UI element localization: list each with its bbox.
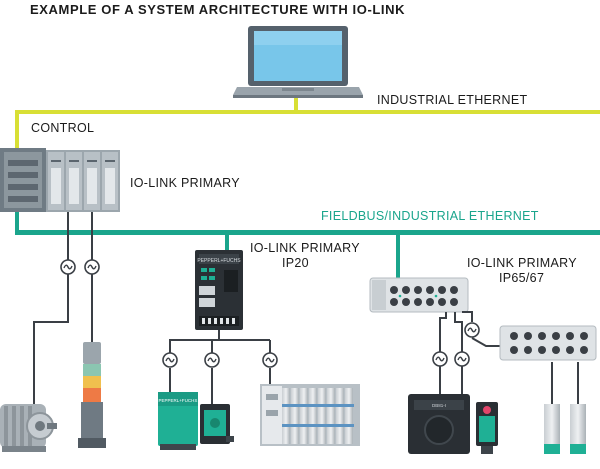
ip6567-label-line1: IO-LINK PRIMARY [467,256,577,270]
io-link-connector-icon [60,259,76,275]
diagram-title: EXAMPLE OF A SYSTEM ARCHITECTURE WITH IO… [30,2,406,17]
io-link-connector-icon [162,352,178,368]
fieldbus-bus [15,208,600,278]
io-link-connector-icon [464,322,480,338]
inductive-sensor-icon: PEPPERL+FUCHS [158,392,198,450]
industrial-ethernet-bus [15,88,600,152]
ip20-brand-text: PEPPERL+FUCHS [197,258,241,264]
plc-icon [0,148,120,212]
io-link-connector-icon [204,352,220,368]
cylindrical-sensor-icon [570,404,586,454]
laptop-icon [233,26,363,98]
rfid-reader-icon: DB81-I [408,394,470,454]
io-link-primary-ip6567-device [369,277,469,313]
io-link-hub-icon [499,325,597,361]
io-link-connector-icon [84,259,100,275]
io-link-primary-ip20-device: PEPPERL+FUCHS [195,250,243,330]
ip20-label-line2: IP20 [282,256,309,270]
ip20-label-line1: IO-LINK PRIMARY [250,241,360,255]
ip20-cables [169,330,271,404]
signal-tower-icon [78,342,106,448]
industrial-ethernet-label: INDUSTRIAL ETHERNET [377,93,528,107]
io-link-primary-ip20-label: IO-LINK PRIMARY IP20 [250,241,360,270]
photoelectric-sensor-icon [476,402,498,454]
fieldbus-label: FIELDBUS/INDUSTRIAL ETHERNET [321,209,539,223]
control-label: CONTROL [31,121,95,135]
valve-terminal-icon [260,384,360,446]
io-link-connector-icon [262,352,278,368]
io-link-primary-ip6567-label: IO-LINK PRIMARY IP65/67 [467,256,577,285]
motor-icon [0,404,57,452]
sensor-brand-text: PEPPERL+FUCHS [159,398,198,403]
photoelectric-sensor-icon [200,404,234,444]
io-link-connector-icon [432,351,448,367]
io-link-primary-label: IO-LINK PRIMARY [130,176,240,190]
ip6567-label-line2: IP65/67 [499,271,545,285]
io-link-connector-icon [454,351,470,367]
module-label-text: DB81-I [432,403,446,408]
ip6567-cables [439,311,579,404]
cylindrical-sensor-icon [544,404,560,454]
plc-cables [33,212,93,410]
